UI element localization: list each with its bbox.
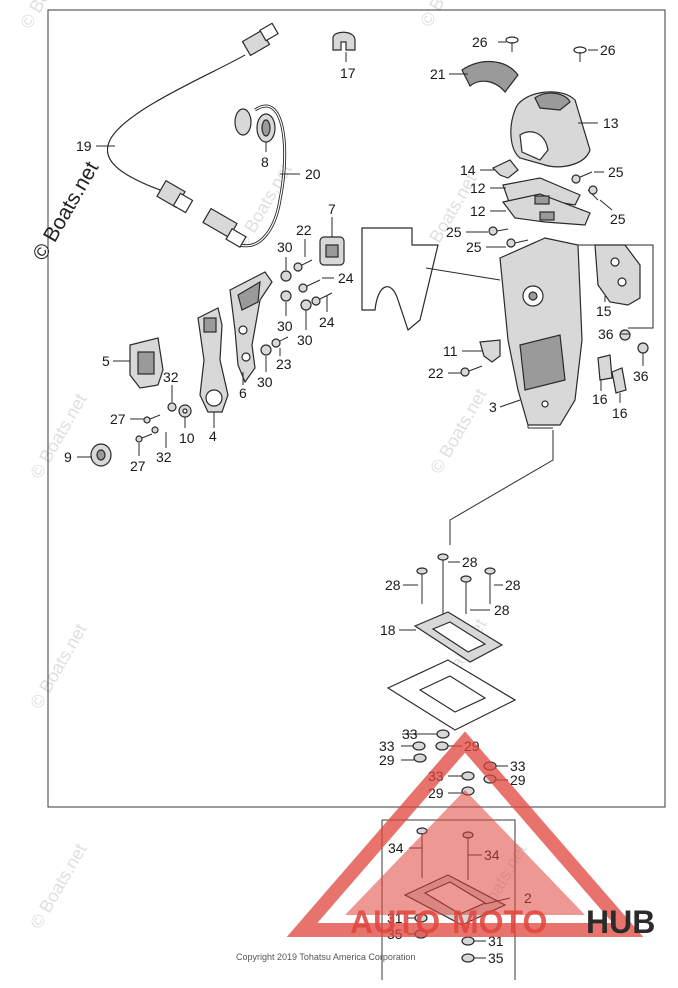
watermark-tiles: © Boats.net © Boats.net © Boats.net © Bo…	[16, 0, 530, 932]
callout-5: 5	[102, 353, 110, 369]
bolt-28	[416, 553, 496, 615]
bracket-11	[479, 339, 501, 363]
callout-11: 11	[443, 343, 458, 359]
callout-16: 16	[612, 405, 628, 421]
callout-19: 19	[76, 138, 92, 154]
callout-15: 15	[596, 303, 612, 319]
callout-25: 25	[446, 224, 462, 240]
plate-15	[594, 244, 641, 306]
callout-25: 25	[466, 239, 482, 255]
leader-lines	[77, 41, 654, 959]
callout-36: 36	[633, 368, 649, 384]
callout-32: 32	[156, 449, 172, 465]
arm-4	[197, 307, 229, 413]
boats-net-side-label: © Boats.net	[28, 158, 103, 265]
washer-10	[151, 402, 192, 434]
callout-10: 10	[179, 430, 195, 446]
bracket-12	[501, 177, 591, 226]
callout-9: 9	[64, 449, 72, 465]
watermark-tile: © Boats.net	[26, 390, 90, 482]
grommet-7	[319, 236, 345, 266]
callout-33: 33	[510, 758, 526, 774]
watermark-tile: © Boats.net	[426, 385, 490, 477]
callout-24: 24	[319, 314, 335, 330]
logo-text-moto: MOTO	[452, 904, 547, 940]
screw-27	[135, 414, 161, 443]
copyright-text: Copyright 2019 Tohatsu America Corporati…	[236, 952, 415, 962]
bolts-mid	[260, 259, 333, 356]
gasket-outline	[361, 227, 439, 332]
callout-26: 26	[472, 34, 488, 50]
callout-6: 6	[239, 385, 247, 401]
callout-33: 33	[402, 726, 418, 742]
callout-28: 28	[494, 602, 510, 618]
lever-6	[229, 271, 273, 384]
callout-12: 12	[470, 180, 486, 196]
callout-36: 36	[598, 326, 614, 342]
callout-27: 27	[110, 411, 126, 427]
harness-19	[107, 22, 279, 214]
callout-28: 28	[462, 554, 478, 570]
clip-14	[491, 159, 519, 179]
callout-8: 8	[261, 154, 269, 170]
callout-16: 16	[592, 391, 608, 407]
automotohub-logo: AUTO MOTO HUB	[286, 731, 655, 940]
callout-18: 18	[380, 622, 396, 638]
watermark-tile: © Boats.net	[26, 620, 90, 712]
screw-26	[505, 36, 587, 62]
logo-text-auto: AUTO	[350, 904, 440, 940]
callout-21: 21	[430, 66, 446, 82]
callout-34: 34	[388, 840, 404, 856]
housing-3	[499, 237, 583, 426]
pad-21	[461, 60, 519, 93]
plate-lower	[386, 659, 517, 731]
callout-4: 4	[209, 428, 217, 444]
callout-29: 29	[379, 752, 395, 768]
knob-9	[90, 443, 112, 467]
callout-3: 3	[489, 399, 497, 415]
callout-20: 20	[305, 166, 321, 182]
callout-25: 25	[608, 164, 624, 180]
callout-13: 13	[603, 115, 619, 131]
callout-25: 25	[610, 211, 626, 227]
callout-30: 30	[277, 239, 293, 255]
callout-30: 30	[257, 374, 273, 390]
cover-13	[510, 91, 591, 168]
callout-24: 24	[338, 270, 354, 286]
bolt-25	[488, 171, 599, 248]
callout-27: 27	[130, 458, 146, 474]
main-frame	[47, 9, 666, 808]
callout-22: 22	[296, 222, 312, 238]
callout-7: 7	[328, 201, 336, 217]
bolt-22	[460, 365, 483, 377]
harness-20	[202, 104, 287, 249]
boot-8	[234, 108, 276, 143]
watermark-tile: © Boats.net	[416, 0, 480, 30]
callout-14: 14	[460, 162, 476, 178]
callout-33: 33	[379, 738, 395, 754]
callout-17: 17	[340, 65, 356, 81]
cover-5	[129, 337, 164, 389]
logo-text-hub: HUB	[586, 904, 655, 940]
callout-28: 28	[385, 577, 401, 593]
callout-22: 22	[428, 365, 444, 381]
callout-labels: 26 26 17 21 13 19 8 20 14 25 12 12 25 25…	[64, 34, 649, 966]
watermark-tile: © Boats.net	[26, 840, 90, 932]
gasket-18	[413, 611, 504, 663]
callout-29: 29	[510, 772, 526, 788]
callout-30: 30	[277, 318, 293, 334]
callout-23: 23	[276, 356, 292, 372]
callout-32: 32	[163, 369, 179, 385]
callout-12: 12	[470, 203, 486, 219]
grommet-17	[332, 31, 356, 51]
callout-30: 30	[297, 332, 313, 348]
callout-35: 35	[488, 950, 504, 966]
callout-26: 26	[600, 42, 616, 58]
callout-28: 28	[505, 577, 521, 593]
switch-16	[597, 329, 649, 394]
